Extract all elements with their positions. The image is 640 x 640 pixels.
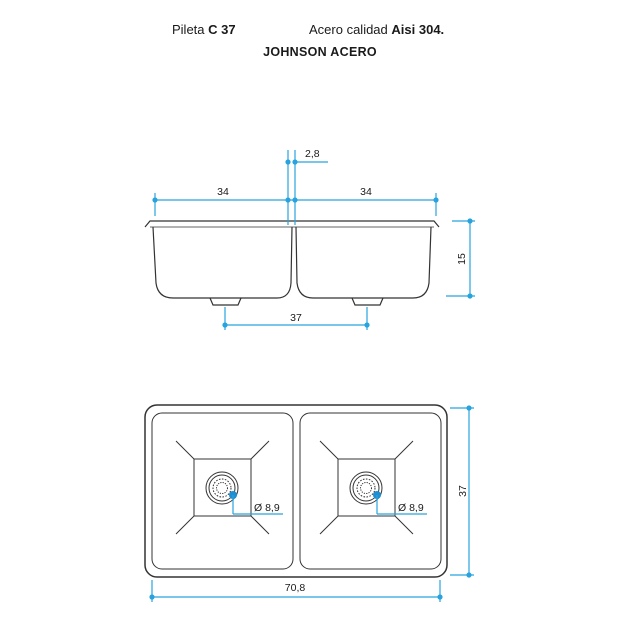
product-model: C 37 — [208, 22, 236, 37]
plan-view: Ø 8,9 Ø 8,9 — [144, 404, 474, 602]
left-drain-diameter-label: Ø 8,9 — [254, 502, 280, 514]
total-width-tick — [437, 594, 443, 600]
left-bowl-width-label: 34 — [217, 186, 229, 198]
right-bowl-width-label: 34 — [360, 186, 372, 198]
spacing-tick — [364, 322, 370, 328]
right-drain-plate — [337, 458, 396, 517]
material-spec: Acero calidad Aisi 304. — [309, 22, 444, 37]
material-grade: Aisi 304. — [391, 22, 445, 37]
total-width-tick — [149, 594, 155, 600]
total-depth-tick — [466, 572, 472, 578]
plan-dimensions — [149, 405, 474, 602]
total-depth-tick — [466, 405, 472, 411]
product-name: Pileta C 37 — [172, 22, 236, 37]
right-bowl — [299, 412, 442, 570]
drain-spacing-label: 37 — [290, 312, 302, 324]
right-drain-diameter-label: Ø 8,9 — [398, 502, 424, 514]
right-drain-ring — [349, 471, 383, 505]
width-tick — [285, 197, 291, 203]
brand-name: JOHNSON ACERO — [263, 45, 377, 59]
left-drain-ring — [205, 471, 239, 505]
section-dimensions — [152, 150, 475, 330]
product-prefix: Pileta — [172, 22, 205, 37]
sink-rim — [144, 404, 448, 578]
spacing-tick — [222, 322, 228, 328]
material-prefix: Acero calidad — [309, 22, 388, 37]
width-tick — [292, 197, 298, 203]
depth-tick — [467, 293, 473, 299]
left-drain-plate — [193, 458, 252, 517]
gap-tick — [292, 159, 298, 165]
depth-tick — [467, 218, 473, 224]
width-tick — [433, 197, 439, 203]
width-tick — [152, 197, 158, 203]
depth-label: 15 — [456, 253, 468, 265]
total-width-label: 70,8 — [285, 582, 306, 594]
section-outline — [144, 220, 440, 306]
right-drain — [319, 440, 414, 535]
gap-dimension-label: 2,8 — [305, 148, 320, 160]
gap-tick — [285, 159, 291, 165]
section-view: 2,8 34 34 15 37 — [144, 148, 475, 330]
plan-outline — [144, 404, 448, 578]
left-bowl — [151, 412, 294, 570]
left-drain — [175, 440, 270, 535]
total-depth-label: 37 — [457, 485, 469, 497]
